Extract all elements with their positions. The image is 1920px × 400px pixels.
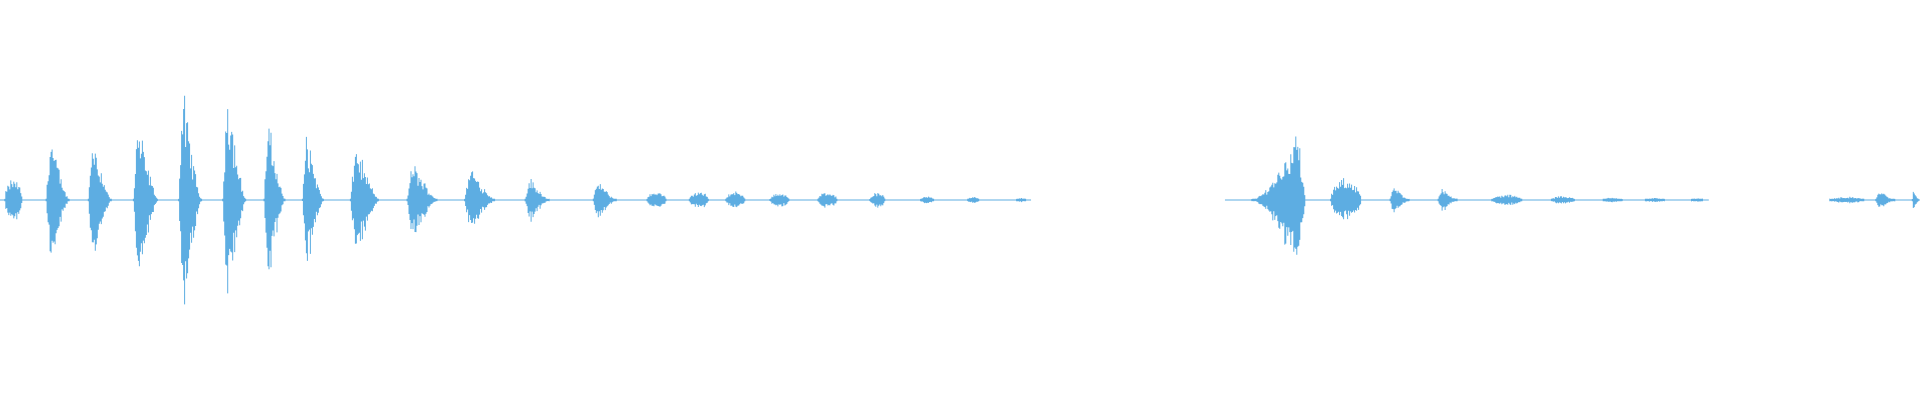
waveform-burst (1911, 191, 1919, 208)
waveform-burst (1644, 198, 1665, 202)
waveform-burst-stroke (349, 154, 379, 244)
waveform-burst-stroke (688, 192, 709, 208)
waveform-burst (1875, 193, 1896, 207)
waveform-burst-stroke (646, 193, 667, 207)
waveform-burst (178, 95, 203, 305)
waveform-burst (1330, 178, 1362, 220)
waveform-burst (646, 193, 667, 207)
waveform-burst-stroke (1330, 178, 1362, 220)
waveform-burst-stroke (1251, 136, 1306, 255)
waveform-burst (263, 128, 286, 270)
waveform-burst (464, 171, 496, 224)
waveform-burst-stroke (406, 166, 438, 233)
waveform-burst-stroke (45, 149, 70, 253)
waveform-burst-stroke (1602, 197, 1623, 203)
waveform-burst (349, 154, 379, 244)
waveform-burst (769, 194, 790, 207)
waveform-burst (920, 196, 935, 204)
waveform-burst (592, 184, 617, 218)
waveform-burst-stroke (132, 140, 158, 267)
waveform-burst-stroke (1691, 198, 1703, 202)
waveform-burst (1602, 197, 1623, 203)
waveform-burst (688, 192, 709, 208)
waveform-burst (1389, 188, 1410, 213)
waveform-burst (45, 149, 70, 253)
waveform-burst-stroke (4, 180, 23, 220)
waveform-burst (1829, 196, 1865, 204)
waveform-burst-stroke (967, 197, 980, 203)
waveform-burst (87, 153, 112, 251)
waveform-burst (524, 179, 550, 222)
waveform-burst (967, 197, 980, 203)
waveform-burst-stroke (464, 171, 496, 224)
waveform-burst-stroke (725, 191, 746, 208)
waveform-burst-stroke (301, 136, 324, 261)
waveform-burst (222, 109, 247, 294)
waveform-burst-stroke (769, 194, 790, 207)
waveform-burst (1550, 196, 1575, 204)
waveform-burst (1437, 189, 1458, 211)
waveform-burst-stroke (1437, 189, 1458, 211)
waveform-burst-stroke (178, 95, 203, 305)
waveform-burst-stroke (1550, 196, 1575, 204)
waveform-burst (1691, 198, 1703, 202)
waveform-burst (1016, 198, 1027, 203)
waveform-burst-stroke (87, 153, 112, 251)
waveform-burst-stroke (592, 184, 617, 218)
waveform-burst (406, 166, 438, 233)
waveform-burst (301, 136, 324, 261)
waveform-burst (817, 193, 838, 208)
waveform-burst-stroke (222, 109, 247, 294)
waveform-burst-stroke (1389, 188, 1410, 213)
waveform-burst (725, 191, 746, 208)
waveform-burst-stroke (1491, 194, 1523, 205)
waveform-burst-stroke (817, 193, 838, 208)
waveform-burst-stroke (524, 179, 550, 222)
waveform-burst-stroke (263, 128, 286, 270)
waveform-burst-stroke (1911, 191, 1919, 208)
waveform-burst (132, 140, 158, 267)
waveform-burst-stroke (920, 196, 935, 204)
waveform-burst-stroke (1644, 198, 1665, 202)
waveform-burst (4, 180, 23, 220)
waveform-burst-stroke (1875, 193, 1896, 207)
waveform-burst-stroke (1016, 198, 1027, 203)
waveform-burst (1491, 194, 1523, 205)
waveform-burst-stroke (869, 193, 886, 208)
waveform-burst-stroke (1829, 196, 1865, 204)
waveform-burst (1251, 136, 1306, 255)
waveform-burst (869, 193, 886, 208)
